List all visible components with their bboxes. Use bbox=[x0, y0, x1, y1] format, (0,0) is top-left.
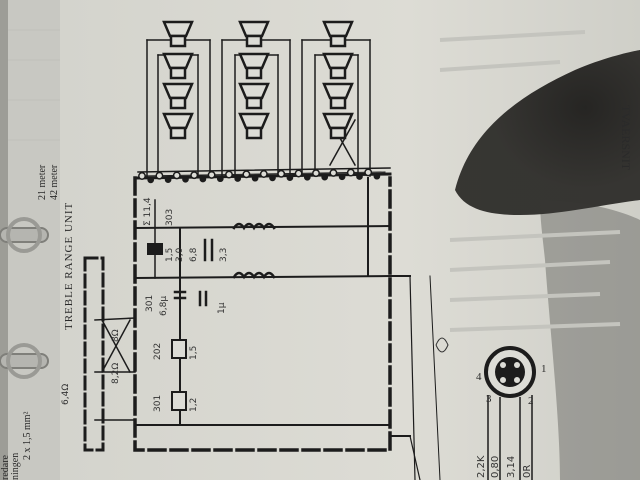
terminal-dot-3 bbox=[155, 171, 164, 180]
right-shadow bbox=[540, 200, 640, 480]
terminal-dot-4 bbox=[164, 176, 172, 183]
pin-4: 4 bbox=[476, 371, 482, 383]
terminal-dot-17 bbox=[277, 169, 286, 178]
terminal-dot-23 bbox=[329, 168, 338, 177]
label-6-8: 6,8 bbox=[189, 247, 199, 262]
page-title: TREBLE RANGE UNIT bbox=[63, 202, 75, 330]
speaker-10 bbox=[322, 52, 354, 80]
speaker-wiring bbox=[146, 39, 371, 177]
label-8ohm: 8Ω bbox=[111, 329, 121, 342]
terminal-dot-28 bbox=[373, 172, 381, 180]
enclosure bbox=[133, 176, 392, 452]
label-1-5a: 1,5 bbox=[165, 248, 175, 262]
terminal-dot-25 bbox=[346, 168, 355, 177]
speaker-1 bbox=[162, 20, 194, 48]
label-total: Σ 11,4 bbox=[143, 197, 153, 226]
label-3-0: 3,0 bbox=[175, 247, 185, 262]
pin-3: 3 bbox=[486, 393, 492, 405]
label-6-8u: 6,8μ bbox=[159, 296, 169, 316]
terminal-dot-6 bbox=[182, 175, 189, 183]
conn-label-1: 2,2K bbox=[476, 455, 487, 478]
terminal-dot-13 bbox=[242, 170, 251, 179]
speaker-5 bbox=[238, 20, 270, 48]
label-8-2ohm: 8,2Ω bbox=[111, 363, 121, 384]
right-edge-text: TVAERSNIT bbox=[619, 105, 633, 171]
ghost-text bbox=[439, 30, 621, 332]
terminal-dots bbox=[138, 168, 381, 184]
terminal-dot-1 bbox=[138, 172, 146, 180]
terminal-dot-18 bbox=[286, 174, 294, 181]
terminal-dot-24 bbox=[338, 173, 346, 181]
label-3-3: 3,3 bbox=[219, 248, 229, 262]
terminal-dot-7 bbox=[190, 171, 199, 180]
margin-note-edge-2: ningen bbox=[10, 453, 21, 480]
switch-box bbox=[83, 256, 105, 452]
speaker-11 bbox=[322, 82, 354, 110]
speaker-2 bbox=[162, 52, 194, 80]
capacitor-2 bbox=[173, 290, 187, 300]
terminal-dot-22 bbox=[321, 173, 329, 181]
speaker-12 bbox=[322, 112, 354, 140]
terminal-dot-26 bbox=[356, 173, 363, 180]
margin-note-bottom: 42 meter bbox=[49, 164, 60, 200]
margin-note-edge-3: redare bbox=[0, 454, 11, 480]
speaker-6 bbox=[238, 52, 270, 80]
hand-shadow bbox=[455, 50, 640, 215]
terminal-dot-20 bbox=[303, 173, 311, 181]
terminal-dot-11 bbox=[225, 170, 233, 179]
terminal-dot-16 bbox=[269, 174, 276, 182]
label-303: 303 bbox=[165, 209, 175, 226]
terminal-dot-2 bbox=[147, 176, 155, 184]
resistor-2 bbox=[171, 391, 187, 411]
terminal-dot-10 bbox=[216, 175, 224, 183]
capacitor-1 bbox=[203, 238, 214, 262]
terminal-dot-14 bbox=[251, 174, 259, 182]
handwritten-squiggle bbox=[435, 337, 449, 353]
conn-label-3: 3,14 bbox=[506, 456, 517, 478]
margin-note-top: 21 meter bbox=[37, 164, 48, 200]
label-202: 202 bbox=[153, 343, 163, 360]
inductor-2 bbox=[232, 271, 276, 280]
pin-2: 2 bbox=[528, 395, 534, 407]
terminal-dot-12 bbox=[234, 175, 242, 182]
page-rules bbox=[8, 29, 60, 141]
speaker-4 bbox=[162, 112, 194, 140]
terminal-dot-27 bbox=[364, 168, 373, 177]
terminal-dot-9 bbox=[207, 170, 216, 179]
terminal-dot-21 bbox=[312, 169, 320, 178]
terminal-dot-19 bbox=[294, 169, 303, 178]
speaker-array bbox=[162, 20, 354, 140]
conn-label-4: 0R bbox=[522, 465, 533, 478]
resistor-1 bbox=[171, 339, 187, 359]
pin-1: 1 bbox=[541, 363, 547, 375]
inductor-1 bbox=[232, 222, 276, 231]
resistor-3 bbox=[147, 243, 163, 255]
binder-rings bbox=[0, 217, 49, 379]
speaker-9 bbox=[322, 20, 354, 48]
conn-label-2: 0,80 bbox=[490, 456, 501, 478]
margin-note-edge-1: 2 x 1,5 mm² bbox=[22, 411, 33, 460]
terminal-dot-5 bbox=[172, 171, 181, 180]
label-6-4ohm: 6,4Ω bbox=[61, 384, 71, 405]
din-connector bbox=[484, 346, 536, 480]
label-301a: 301 bbox=[145, 295, 155, 312]
speaker-7 bbox=[238, 82, 270, 110]
paper bbox=[60, 0, 640, 480]
label-301b: 301 bbox=[153, 395, 163, 412]
label-1u: 1μ bbox=[217, 302, 227, 314]
terminal-dot-8 bbox=[199, 175, 207, 183]
label-1-2: 1,2 bbox=[189, 398, 199, 412]
label-1-5b: 1,5 bbox=[189, 346, 199, 360]
speaker-8 bbox=[238, 112, 270, 140]
capacitor-3 bbox=[198, 290, 208, 307]
terminal-dot-15 bbox=[259, 170, 268, 178]
speaker-3 bbox=[162, 82, 194, 110]
